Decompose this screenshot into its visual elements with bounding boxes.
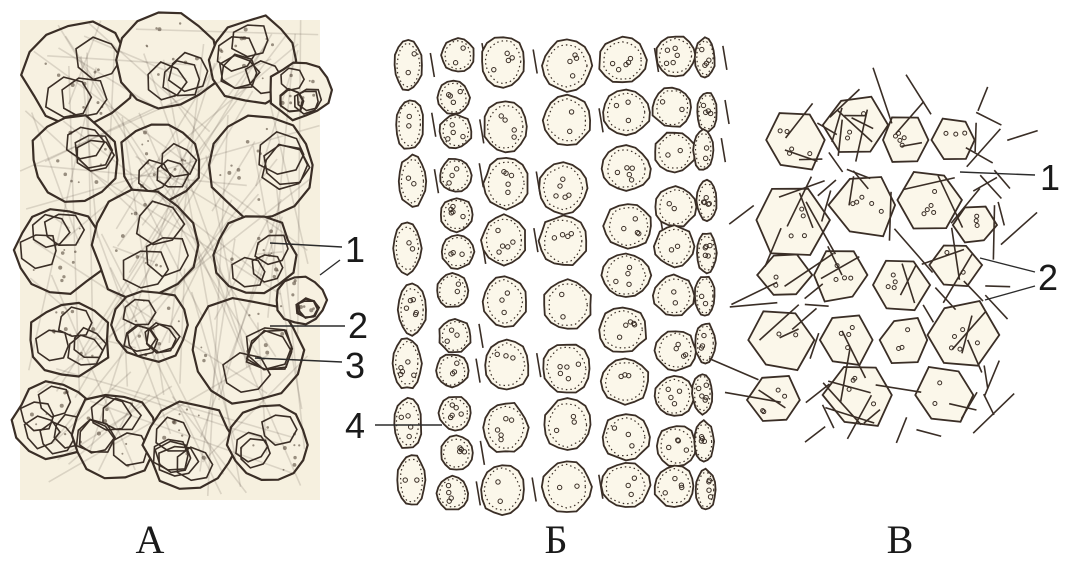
lacunar-cell xyxy=(932,119,975,160)
callout-a-1: 1 xyxy=(345,229,365,270)
network-strand xyxy=(964,281,983,301)
network-strand xyxy=(805,427,825,442)
elongated-cell xyxy=(395,40,422,90)
elongated-cell xyxy=(482,37,524,88)
elongated-cell xyxy=(655,376,695,416)
elongated-cell xyxy=(657,426,696,466)
network-strand xyxy=(799,159,822,160)
elongated-cell xyxy=(396,100,423,148)
lacunar-cell xyxy=(928,301,1000,366)
network-strand xyxy=(730,303,778,307)
network-strand xyxy=(829,152,843,172)
elongated-cell xyxy=(441,435,473,469)
elongated-cell xyxy=(539,215,587,265)
elongated-cell xyxy=(485,101,527,152)
panel-a-drawing xyxy=(12,13,332,501)
lacunar-cell xyxy=(829,177,896,236)
callout-v-2: 2 xyxy=(1038,257,1058,298)
lacunar-cell xyxy=(873,261,930,310)
intercellular-wall xyxy=(723,46,727,70)
panel-a-label: А xyxy=(136,517,165,562)
network-strand xyxy=(896,417,906,443)
panel-v-drawing xyxy=(709,68,1038,443)
lacunar-cell xyxy=(880,318,928,363)
elongated-cell xyxy=(695,277,715,316)
elongated-cell xyxy=(599,37,647,82)
elongated-cell xyxy=(599,308,646,352)
network-strand xyxy=(805,304,829,306)
elongated-cell xyxy=(394,398,421,448)
elongated-cell xyxy=(655,466,694,507)
network-strand xyxy=(978,87,988,111)
elongated-cell xyxy=(693,129,713,170)
network-strand xyxy=(975,123,976,152)
callout-v-1: 1 xyxy=(1040,157,1060,198)
elongated-cell xyxy=(481,465,524,515)
network-strand xyxy=(998,202,1004,226)
network-strand xyxy=(709,359,758,380)
elongated-cell xyxy=(603,204,651,249)
network-strand xyxy=(984,394,994,415)
callout-a-2: 2 xyxy=(348,305,368,346)
elongated-cell xyxy=(544,279,591,329)
network-strand xyxy=(729,206,754,225)
lacunar-cell xyxy=(823,97,888,152)
network-strand xyxy=(966,148,993,163)
lacunar-cell xyxy=(756,189,830,255)
network-strand xyxy=(1001,212,1037,244)
intercellular-wall xyxy=(725,100,729,124)
panel-b-label: Б xyxy=(545,517,568,562)
network-strand xyxy=(916,430,941,437)
elongated-cell xyxy=(485,340,528,390)
callout-a-4: 4 xyxy=(345,405,365,446)
elongated-cell xyxy=(441,38,474,71)
callout-a-3: 3 xyxy=(345,345,365,386)
elongated-cell xyxy=(653,88,691,127)
elongated-cell xyxy=(601,359,648,405)
network-strand xyxy=(976,112,1001,125)
network-strand xyxy=(984,366,988,389)
panel-b-drawing xyxy=(393,15,729,515)
elongated-cell xyxy=(437,273,468,307)
panel-v-label: В xyxy=(887,517,914,562)
network-strand xyxy=(993,205,994,259)
intercellular-wall xyxy=(721,138,725,162)
elongated-cell xyxy=(397,455,425,504)
network-strand xyxy=(980,175,1001,198)
lacunar-cell xyxy=(814,251,867,301)
elongated-cell xyxy=(437,81,470,114)
elongated-cell xyxy=(440,159,472,192)
tissue-cell xyxy=(31,303,109,377)
elongated-cell xyxy=(442,235,475,269)
elongated-cell xyxy=(695,37,715,77)
network-strand xyxy=(985,286,1010,287)
lacunar-cell xyxy=(747,376,800,421)
network-strand xyxy=(731,282,777,304)
lacunar-cell xyxy=(897,172,962,229)
network-strand xyxy=(1007,131,1037,141)
elongated-cell xyxy=(483,158,527,210)
network-strand xyxy=(923,305,933,322)
elongated-cell xyxy=(696,469,716,510)
elongated-cell xyxy=(543,345,589,393)
